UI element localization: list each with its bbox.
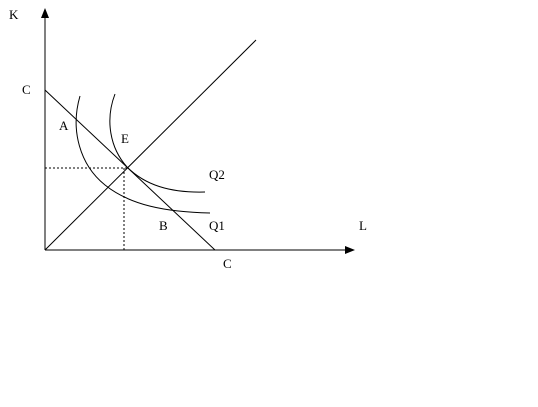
isocost-l-intercept-label: C bbox=[223, 256, 232, 271]
isoquant-q2-curve bbox=[109, 93, 206, 193]
point-e-label: E bbox=[121, 131, 129, 146]
k-axis-arrowhead bbox=[41, 8, 49, 18]
isoquant-q1-curve bbox=[75, 95, 211, 214]
isoquant-q1-label: Q1 bbox=[209, 218, 225, 233]
point-a-label: A bbox=[59, 118, 69, 133]
expansion-path-line bbox=[44, 39, 257, 251]
isoquant-q2-label: Q2 bbox=[209, 167, 225, 182]
l-axis-arrowhead bbox=[345, 246, 355, 254]
point-b-label: B bbox=[159, 218, 168, 233]
isocost-k-intercept-label: C bbox=[22, 82, 31, 97]
k-axis-label: K bbox=[9, 7, 19, 22]
l-axis-label: L bbox=[359, 218, 367, 233]
